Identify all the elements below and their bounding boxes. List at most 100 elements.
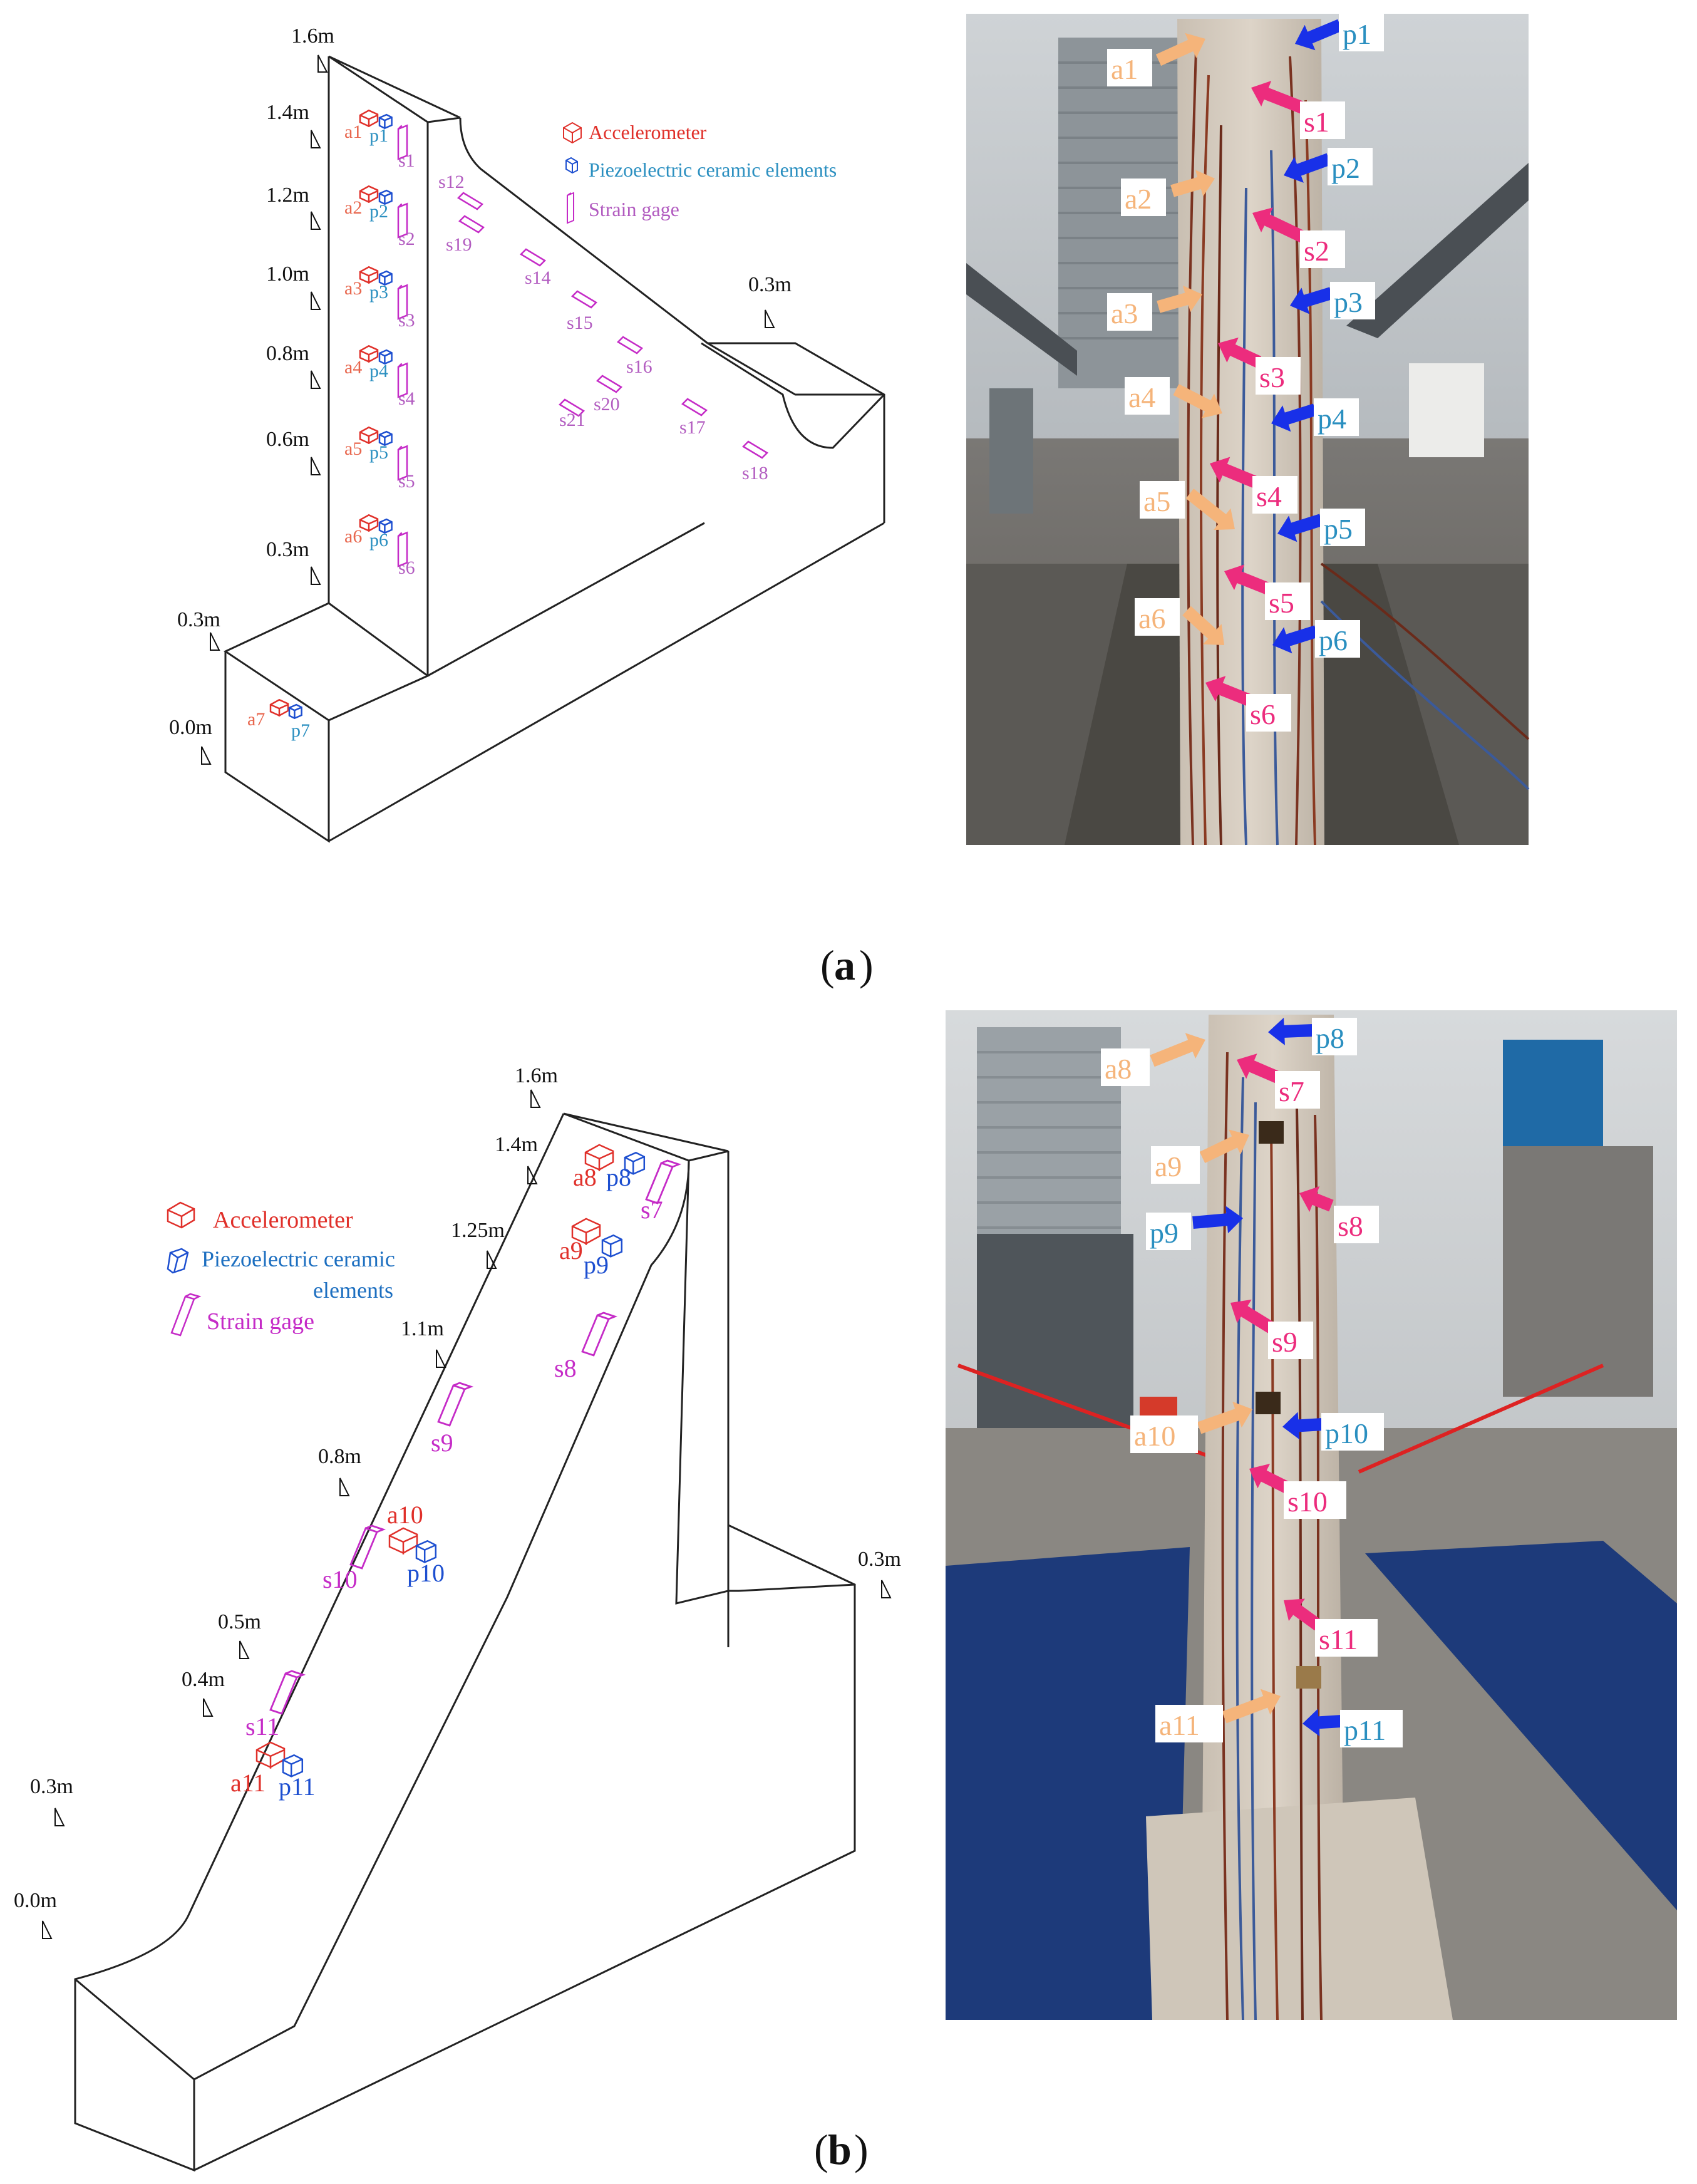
level-label: 1.6m [515, 1064, 558, 1087]
legend-piezo-icon [167, 1248, 189, 1274]
piezo-element-icon [378, 113, 393, 130]
piezo-label: p5 [369, 442, 388, 463]
callout-arrow-icon [1284, 1598, 1322, 1631]
legend-accelerometer-icon [563, 122, 582, 144]
callout-label: p10 [1321, 1413, 1384, 1451]
callout-text: p9 [1150, 1217, 1179, 1249]
strain-label: s20 [594, 394, 620, 415]
strain-label: s21 [559, 410, 585, 430]
callout-text: a2 [1125, 183, 1152, 215]
level-label: 1.2m [266, 184, 309, 207]
piezo-label: p11 [279, 1773, 316, 1801]
piezo-label: p9 [584, 1251, 609, 1279]
level-label: 0.3m [858, 1548, 901, 1571]
strain-gage-icon [397, 445, 408, 481]
strain-label: s15 [567, 313, 593, 333]
callout-label: a3 [1107, 293, 1152, 331]
strain-label: s2 [398, 229, 415, 249]
piezo-label: p1 [369, 125, 388, 146]
callout-arrow-icon [1299, 1186, 1334, 1212]
callout-text: a4 [1128, 381, 1155, 413]
callout-label: p5 [1320, 509, 1365, 546]
callout-label: s11 [1315, 1619, 1378, 1657]
panel-captions: ( a ) ( b ) [814, 941, 874, 2173]
callout-label: a10 [1130, 1415, 1198, 1453]
callout-label: p1 [1339, 14, 1384, 51]
callout-label: p8 [1312, 1018, 1357, 1055]
legend-accelerometer-icon [167, 1201, 195, 1229]
accelerometer-label: a2 [344, 197, 362, 218]
level-label: 1.0m [266, 262, 309, 286]
callout-text: a6 [1138, 603, 1165, 634]
piezo-label: p8 [606, 1163, 631, 1191]
level-label: 0.8m [318, 1445, 361, 1468]
strain-label: s16 [626, 356, 652, 377]
strain-label: s6 [398, 557, 415, 578]
callout-arrow-icon [1277, 514, 1323, 542]
callout-text: s2 [1304, 235, 1329, 267]
level-label: 0.3m [266, 538, 309, 561]
callout-label: p6 [1315, 620, 1360, 658]
strain-gage-icon [570, 290, 598, 309]
level-label: 0.3m [748, 273, 792, 296]
level-label: 1.6m [291, 24, 334, 48]
strain-gage-icon [397, 202, 408, 239]
panel-a-legend: Accelerometer Piezoelectric ceramic elem… [563, 121, 837, 224]
callout-text: a8 [1105, 1053, 1132, 1085]
strain-gage-icon [519, 248, 547, 267]
callout-arrow-icon [1251, 80, 1305, 114]
callout-arrow-icon [1284, 153, 1331, 183]
callout-text: s4 [1256, 480, 1282, 512]
callout-arrow-icon [1173, 384, 1222, 418]
piezo-element-icon [601, 1234, 623, 1258]
level-label: 0.0m [14, 1889, 57, 1912]
callout-label: a8 [1101, 1048, 1150, 1086]
accelerometer-icon [255, 1741, 286, 1769]
accelerometer-icon [359, 426, 379, 444]
callout-arrow-icon [1268, 1017, 1314, 1045]
strain-label: s10 [322, 1565, 358, 1593]
callout-arrow-icon [1205, 676, 1252, 706]
piezo-element-icon [378, 349, 393, 365]
callout-label: s5 [1265, 582, 1310, 620]
callout-arrow-icon [1252, 207, 1306, 243]
callout-arrow-icon [1199, 1129, 1249, 1164]
accelerometer-label: a5 [344, 438, 362, 459]
legend-strain-icon [567, 192, 574, 224]
callout-label: s7 [1275, 1071, 1320, 1109]
callout-text: p3 [1334, 286, 1363, 318]
legend-strain-icon [170, 1293, 202, 1337]
callout-label: s2 [1300, 230, 1345, 268]
callout-text: s6 [1250, 698, 1276, 730]
callout-label: s9 [1268, 1322, 1313, 1359]
callout-text: s8 [1338, 1210, 1363, 1242]
callout-arrow-icon [1185, 489, 1235, 530]
legend-piezo-label-2: elements [313, 1278, 393, 1303]
callout-text: p5 [1324, 513, 1353, 545]
callout-text: p8 [1316, 1022, 1344, 1054]
strain-label: s4 [398, 388, 415, 409]
level-label: 1.25m [451, 1219, 505, 1242]
strain-gage-icon [558, 398, 585, 417]
callout-label: p3 [1330, 282, 1375, 319]
svg-text:): ) [854, 2126, 869, 2173]
callout-arrow-icon [1282, 1412, 1323, 1440]
strain-gage-icon [741, 440, 769, 459]
callout-text: a3 [1111, 298, 1138, 329]
callout-text: p2 [1331, 152, 1360, 184]
strain-gage-icon [681, 398, 708, 417]
strain-gage-icon [437, 1382, 474, 1427]
callout-label: s3 [1256, 357, 1301, 395]
callout-arrow-icon [1182, 606, 1224, 645]
callout-text: p4 [1318, 403, 1346, 435]
piezo-label: p2 [369, 201, 388, 222]
strain-label: s8 [554, 1354, 577, 1382]
callout-arrow-icon [1222, 1689, 1281, 1724]
accelerometer-icon [571, 1218, 601, 1245]
strain-label: s11 [245, 1712, 279, 1741]
legend-strain-label: Strain gage [589, 198, 679, 220]
callout-arrow-icon [1218, 337, 1262, 368]
